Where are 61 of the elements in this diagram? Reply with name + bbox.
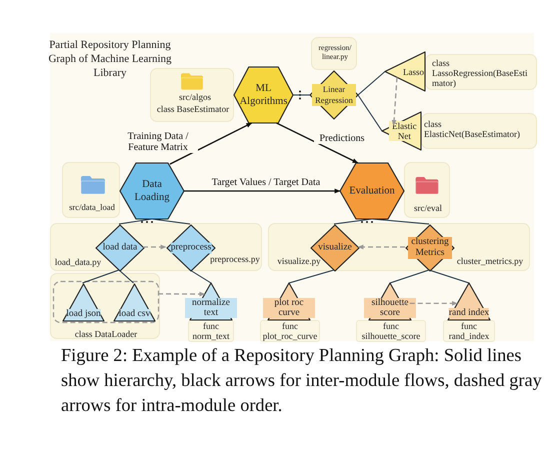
arrow [392,77,398,126]
hierarchy-line [152,218,190,224]
module-panel [50,273,160,339]
module-panel [62,162,120,218]
hierarchy-line [428,270,470,284]
module-panel [311,37,357,70]
node-label: ML Algorithms [240,82,288,108]
function-name-tag: func silhouette_score [356,320,426,342]
node-label: Linear Regression [312,84,356,106]
arrow [276,122,358,164]
node-label: plot roc curve [263,298,315,318]
hierarchy-line [292,94,310,96]
arrow [184,188,341,194]
hierarchy-line [358,94,382,132]
node-label: Evaluation [349,184,395,198]
node-label: preprocess [170,242,212,254]
hierarchy-line [358,71,386,96]
module-panel [150,68,234,122]
node-label: rand index [448,308,490,318]
node-label: load json [66,309,101,319]
node-label: normalize text [185,298,237,318]
diagram-title: Partial Repository Planning Graph of Machine Learning Library [47,38,173,80]
hierarchy-line [118,218,152,224]
hierarchy-line [390,270,430,284]
node-label: src/data_load [68,202,116,212]
node-label: visualize.py [276,256,322,266]
function-name-tag: func plot_roc_curve [260,320,320,342]
module-panel [425,54,537,90]
arrow [402,300,458,306]
node-label: src/algos [178,92,212,102]
arrow [170,122,252,165]
node-label: silhouette score [364,298,416,318]
node-label: cluster_metrics.py [456,256,524,266]
node-label: preprocess.py [209,254,261,264]
hierarchy-line [372,218,430,224]
hierarchy-line [288,270,334,284]
arrow [158,292,206,296]
node-label: Data Loading [134,178,170,204]
hierarchy-line [118,270,134,284]
node-label: src/eval [413,203,443,213]
node-label: Lasso [403,66,424,76]
hierarchy-line [190,270,212,284]
arrow [357,244,405,250]
node-label: load_data.py [54,257,102,267]
node-label: class DataLoader [74,329,138,339]
module-panel [268,223,530,271]
module-panel [421,113,537,149]
node-label: load csv [118,309,150,319]
module-panel [50,223,262,271]
module-panel [404,162,450,218]
node-label: load data [102,242,138,254]
figure-caption: Figure 2: Example of a Repository Planning Graph: Solid lines show hierarchy, black arrows for inter-module flows, dashed gray arrows for intra-module order. [61,344,543,417]
node-label: clustering Metrics [408,237,452,259]
node-label: class LassoRegression(BaseEstimator) [432,58,528,88]
node-label: class BaseEstimator [156,104,230,114]
function-name-tag: func rand_index [443,320,495,342]
function-name-tag: func norm_text [188,320,234,342]
node-label: class ElasticNet(BaseEstimator) [424,119,521,139]
hierarchy-line [82,270,120,284]
hierarchy-line [334,218,372,224]
arrow [143,244,167,250]
